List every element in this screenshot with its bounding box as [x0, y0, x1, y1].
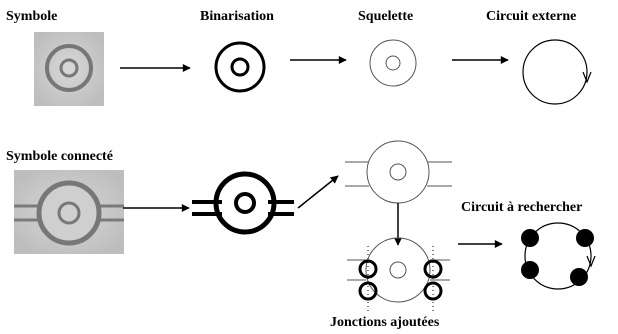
label-squelette: Squelette [358, 9, 414, 24]
symbole-photo [34, 32, 104, 106]
label-symbole-connecte: Symbole connecté [6, 149, 113, 164]
label-circuit-a-rechercher: Circuit à rechercher [461, 200, 583, 215]
circuit-externe-symbol [522, 39, 592, 105]
symbole-connecte-photo [14, 170, 124, 254]
circuit-a-rechercher-symbol [521, 222, 596, 290]
arrow-5 [297, 175, 339, 209]
label-jonctions-ajoutees: Jonctions ajoutées [330, 315, 440, 330]
jonctions-ajoutees-symbol [347, 237, 450, 312]
binarisation-connecte-symbol [192, 171, 294, 235]
binarisation-symbol [214, 41, 266, 93]
squelette-connecte-symbol [345, 140, 452, 204]
label-circuit-externe: Circuit externe [486, 9, 577, 24]
label-symbole: Symbole [6, 9, 58, 24]
squelette-symbol [369, 39, 417, 87]
label-binarisation: Binarisation [200, 9, 274, 24]
